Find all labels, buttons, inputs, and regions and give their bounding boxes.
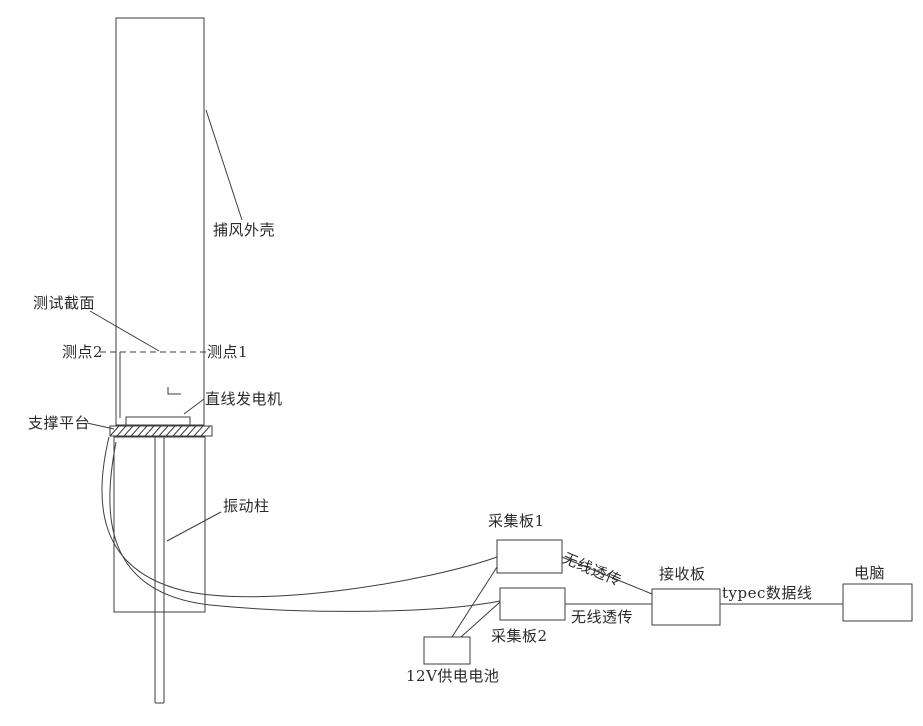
wind-housing-outline <box>115 17 205 426</box>
label-test-section: 测试截面 <box>33 294 96 312</box>
collector2-box <box>499 587 566 621</box>
label-measure-point-2: 测点2 <box>62 343 104 361</box>
label-receiver: 接收板 <box>659 565 706 583</box>
label-typec-cable: typec数据线 <box>722 584 813 602</box>
housing-leader-line <box>205 109 243 221</box>
label-battery: 12V供电电池 <box>406 667 500 685</box>
receiver-box <box>651 588 721 626</box>
computer-box <box>842 583 913 622</box>
test-section-leader-line <box>89 310 160 352</box>
collector1-box <box>496 539 563 574</box>
label-collector1: 采集板1 <box>488 512 545 530</box>
generator-leader-line <box>183 398 205 415</box>
vibration-column-leader-line <box>166 511 222 542</box>
platform-hatching <box>109 425 211 437</box>
platform-leader-line <box>86 422 115 430</box>
generator-mark <box>167 387 181 395</box>
label-support-platform: 支撑平台 <box>28 414 91 432</box>
battery-line-to-collector1 <box>451 566 498 638</box>
label-wind-housing: 捕风外壳 <box>213 221 276 239</box>
base-box <box>113 436 206 613</box>
label-computer: 电脑 <box>854 564 886 582</box>
label-linear-generator: 直线发电机 <box>205 390 283 408</box>
wireless-link-top <box>561 556 653 595</box>
label-vibration-column: 振动柱 <box>223 497 270 515</box>
cable-to-collector1 <box>101 436 498 598</box>
battery-box <box>423 636 471 665</box>
label-collector2: 采集板2 <box>491 627 548 645</box>
battery-line-to-collector2 <box>460 601 501 638</box>
cable-to-collector2 <box>109 441 501 612</box>
label-wireless-bottom: 无线透传 <box>571 608 634 626</box>
label-measure-point-1: 测点1 <box>207 343 249 361</box>
